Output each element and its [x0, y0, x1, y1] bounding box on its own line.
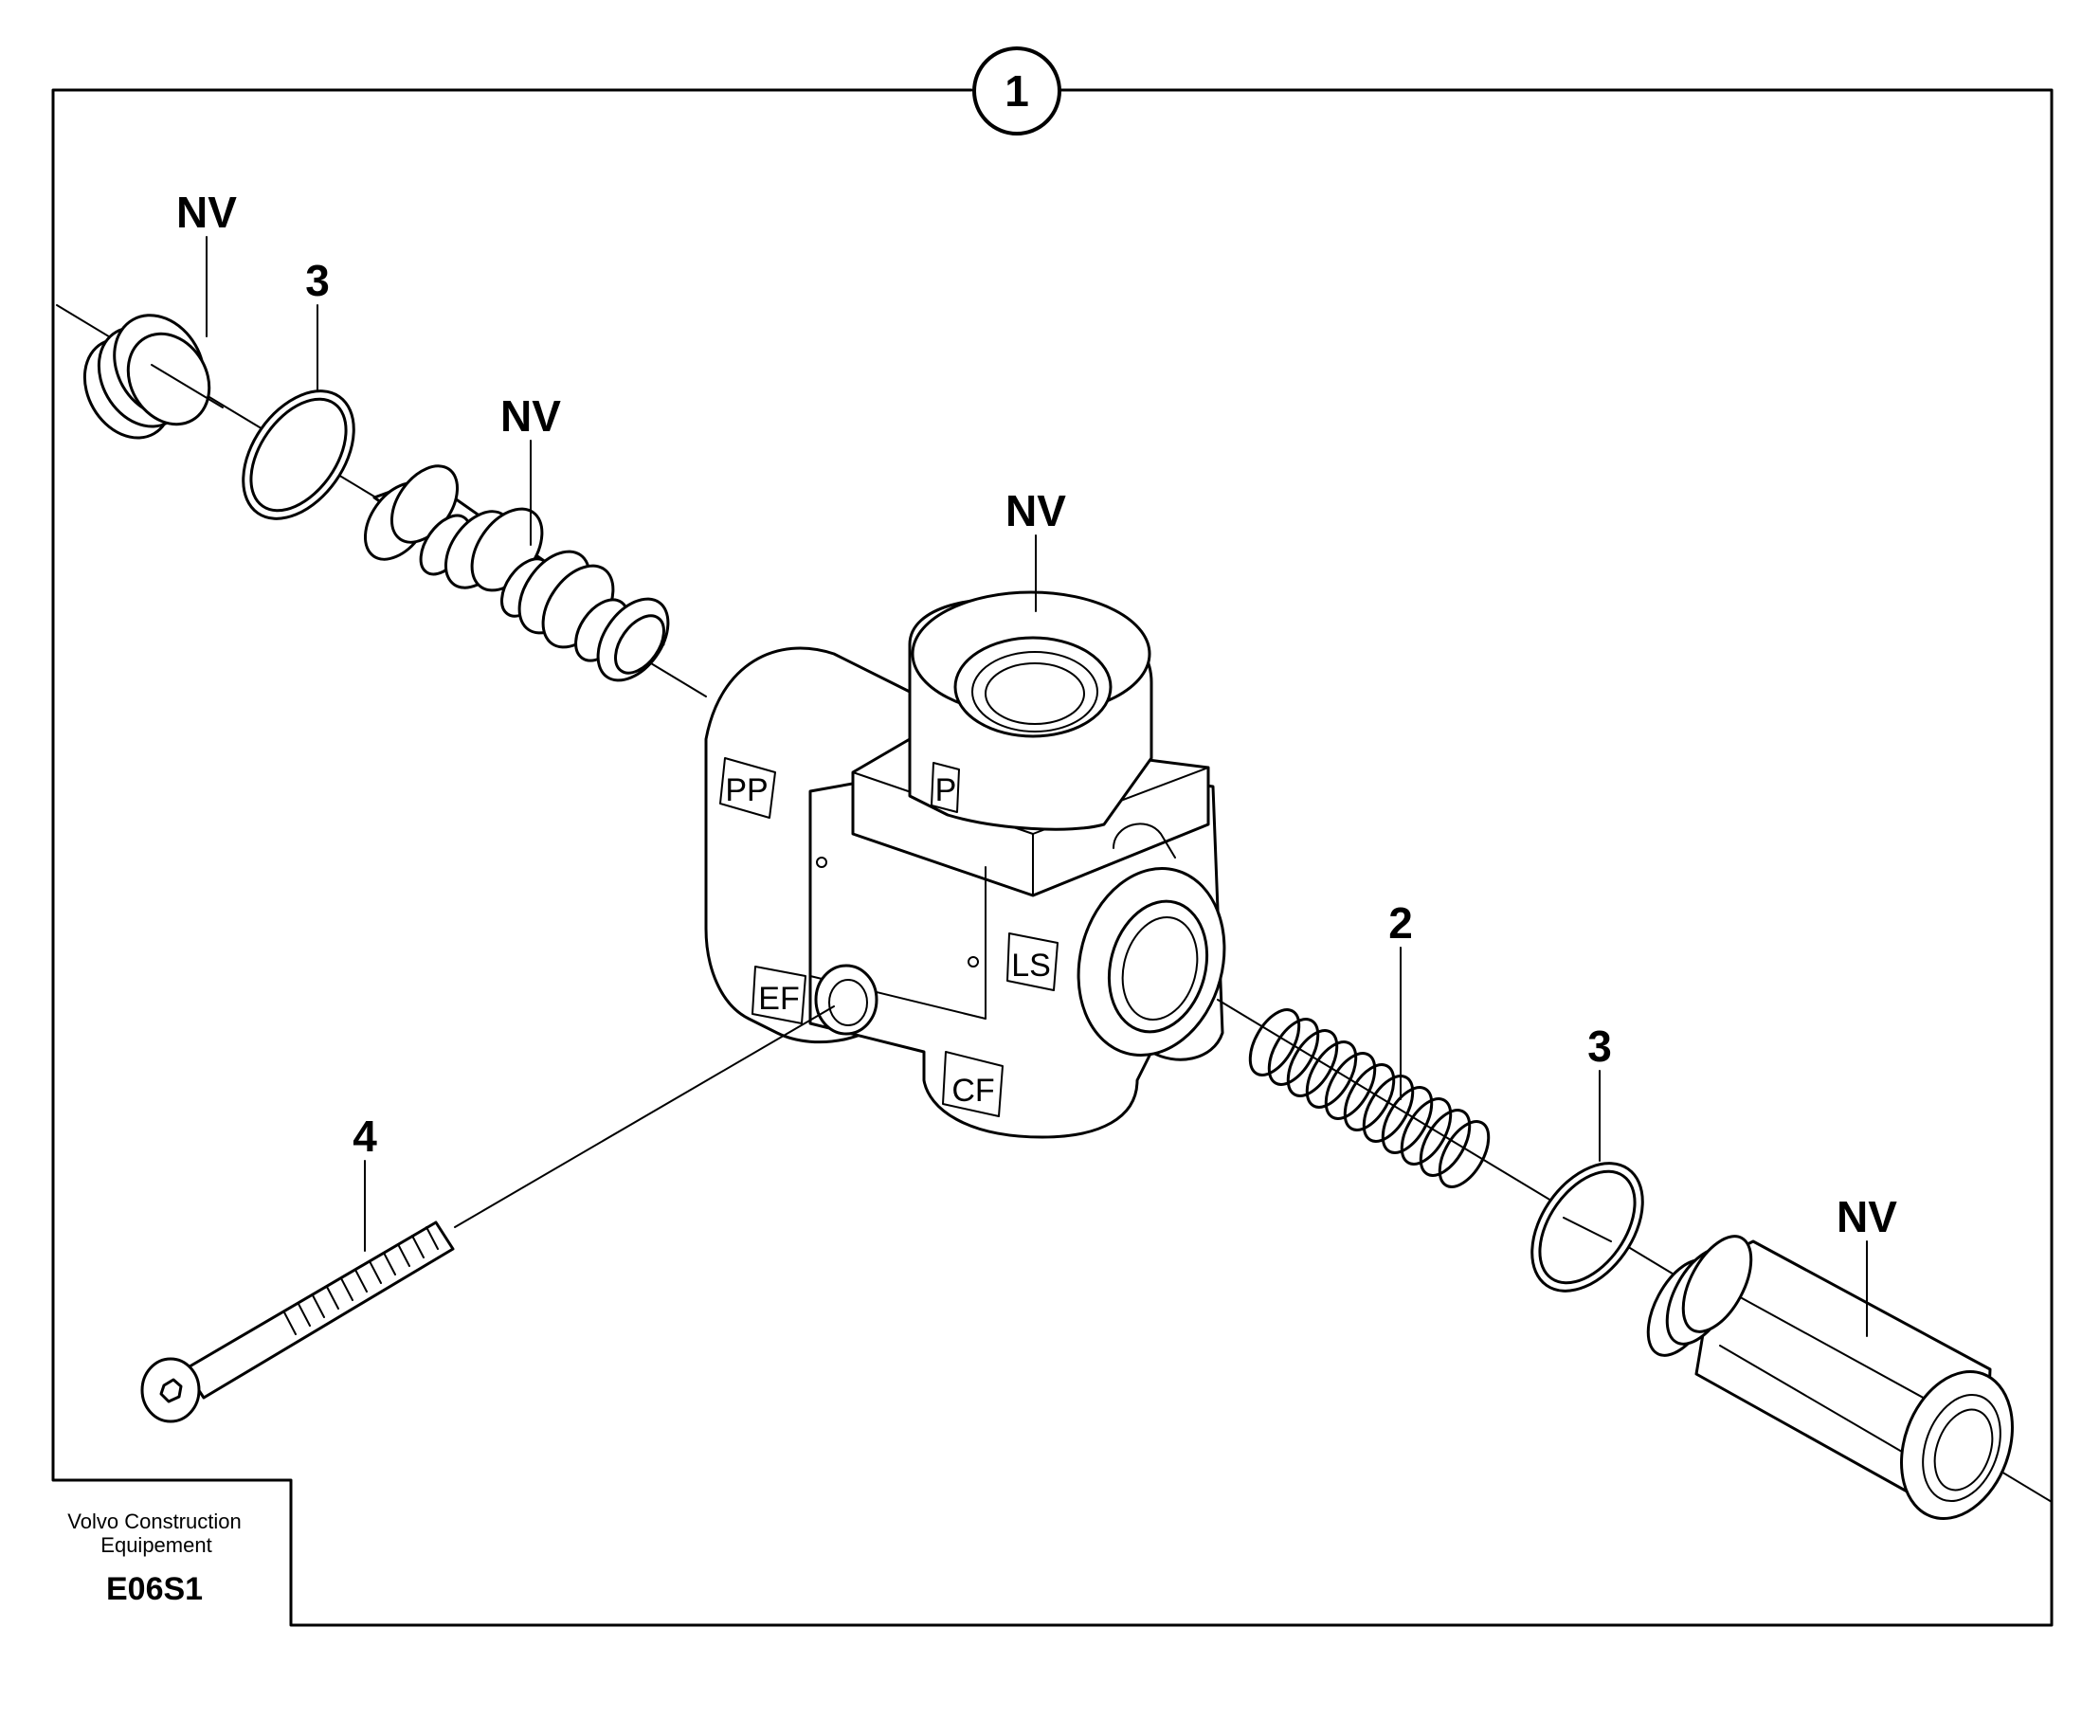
left-seal-ring — [242, 389, 355, 520]
footer-company-line1: Volvo Construction — [67, 1510, 241, 1533]
right-fitting — [1646, 1235, 2014, 1520]
screw-axis-line — [454, 1005, 835, 1228]
svg-text:LS: LS — [1011, 948, 1051, 984]
spring-label: 2 — [1388, 898, 1413, 948]
svg-text:CF: CF — [951, 1073, 994, 1109]
nv-fitting-label: NV — [1837, 1192, 1897, 1241]
nv-body-label: NV — [1005, 486, 1066, 535]
svg-text:EF: EF — [758, 981, 799, 1017]
valve-body: PP P LS EF CF — [704, 590, 1226, 1139]
spring — [1248, 1008, 1491, 1188]
right-seal-ring — [1530, 1162, 1644, 1293]
screw-label: 4 — [353, 1112, 377, 1161]
svg-text:P: P — [935, 772, 957, 808]
diagram-frame — [51, 88, 2054, 1627]
footer-company-line2: Equipement — [100, 1533, 211, 1557]
svg-text:1: 1 — [1005, 66, 1029, 116]
port-label-cf: CF — [942, 1051, 1004, 1117]
footer-code: E06S1 — [106, 1571, 203, 1607]
port-label-ls: LS — [1006, 932, 1059, 991]
seal-right-label: 3 — [1587, 1022, 1612, 1071]
svg-text:PP: PP — [725, 772, 768, 808]
port-label-ef: EF — [751, 966, 806, 1024]
nv-plug-left-label: NV — [176, 188, 237, 237]
port-label-pp: PP — [719, 757, 776, 819]
spool — [363, 464, 670, 682]
seal-left-label: 3 — [305, 256, 330, 305]
assembly-callout: 1 — [972, 46, 1061, 136]
screw — [140, 1221, 455, 1423]
port-label-p: P — [931, 762, 960, 813]
left-plug — [82, 314, 224, 440]
nv-spool-label: NV — [500, 391, 561, 441]
